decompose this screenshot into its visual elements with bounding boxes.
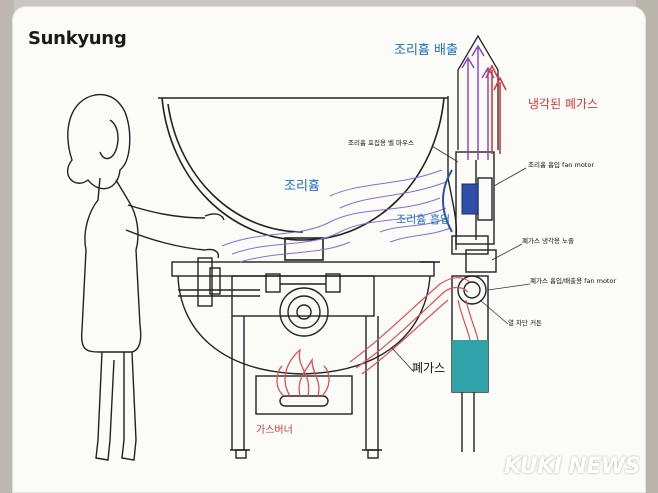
cooled-exhaust-arrows [485, 64, 507, 154]
display-board [12, 6, 646, 493]
label-heat-curtain: 열 차단 커튼 [508, 319, 543, 327]
label-fume: 조리흄 [284, 179, 320, 194]
gear-icon [265, 273, 341, 337]
label-bell-mouth: 조리흄 포집용 벨 마우스 [348, 139, 414, 147]
exhaust-outline [457, 34, 499, 150]
label-cooling-nozzle: 폐가스 냉각용 노즐 [522, 237, 574, 245]
intake-fan-icon [442, 169, 479, 233]
label-gas-burner: 가스버너 [256, 425, 293, 436]
label-exhaust: 조리흄 배출 [394, 43, 458, 58]
label-exhaust-fan: 폐가스 흡입/배출용 fan motor [530, 277, 617, 285]
label-fume-intake: 조리흄 흡입 [396, 213, 451, 226]
water-tank [452, 340, 488, 392]
kettle-bowl [158, 97, 448, 261]
fume-lines [221, 169, 451, 263]
flame-icon [276, 348, 330, 397]
brand-logo: Sunkyung [28, 28, 127, 49]
watermark: KUKI NEWS [504, 454, 641, 479]
exhaust-arrows [461, 44, 495, 160]
label-intake-fan: 조리흄 흡입 fan motor [528, 161, 594, 169]
waste-gas-lines [349, 277, 479, 375]
leader-lines [391, 145, 531, 373]
label-cooled-exhaust: 냉각된 폐가스 [528, 97, 599, 111]
woman-figure [66, 93, 225, 461]
exhaust-hood [447, 96, 497, 452]
wall-left [0, 0, 14, 493]
label-waste-gas: 폐가스 [412, 361, 446, 375]
